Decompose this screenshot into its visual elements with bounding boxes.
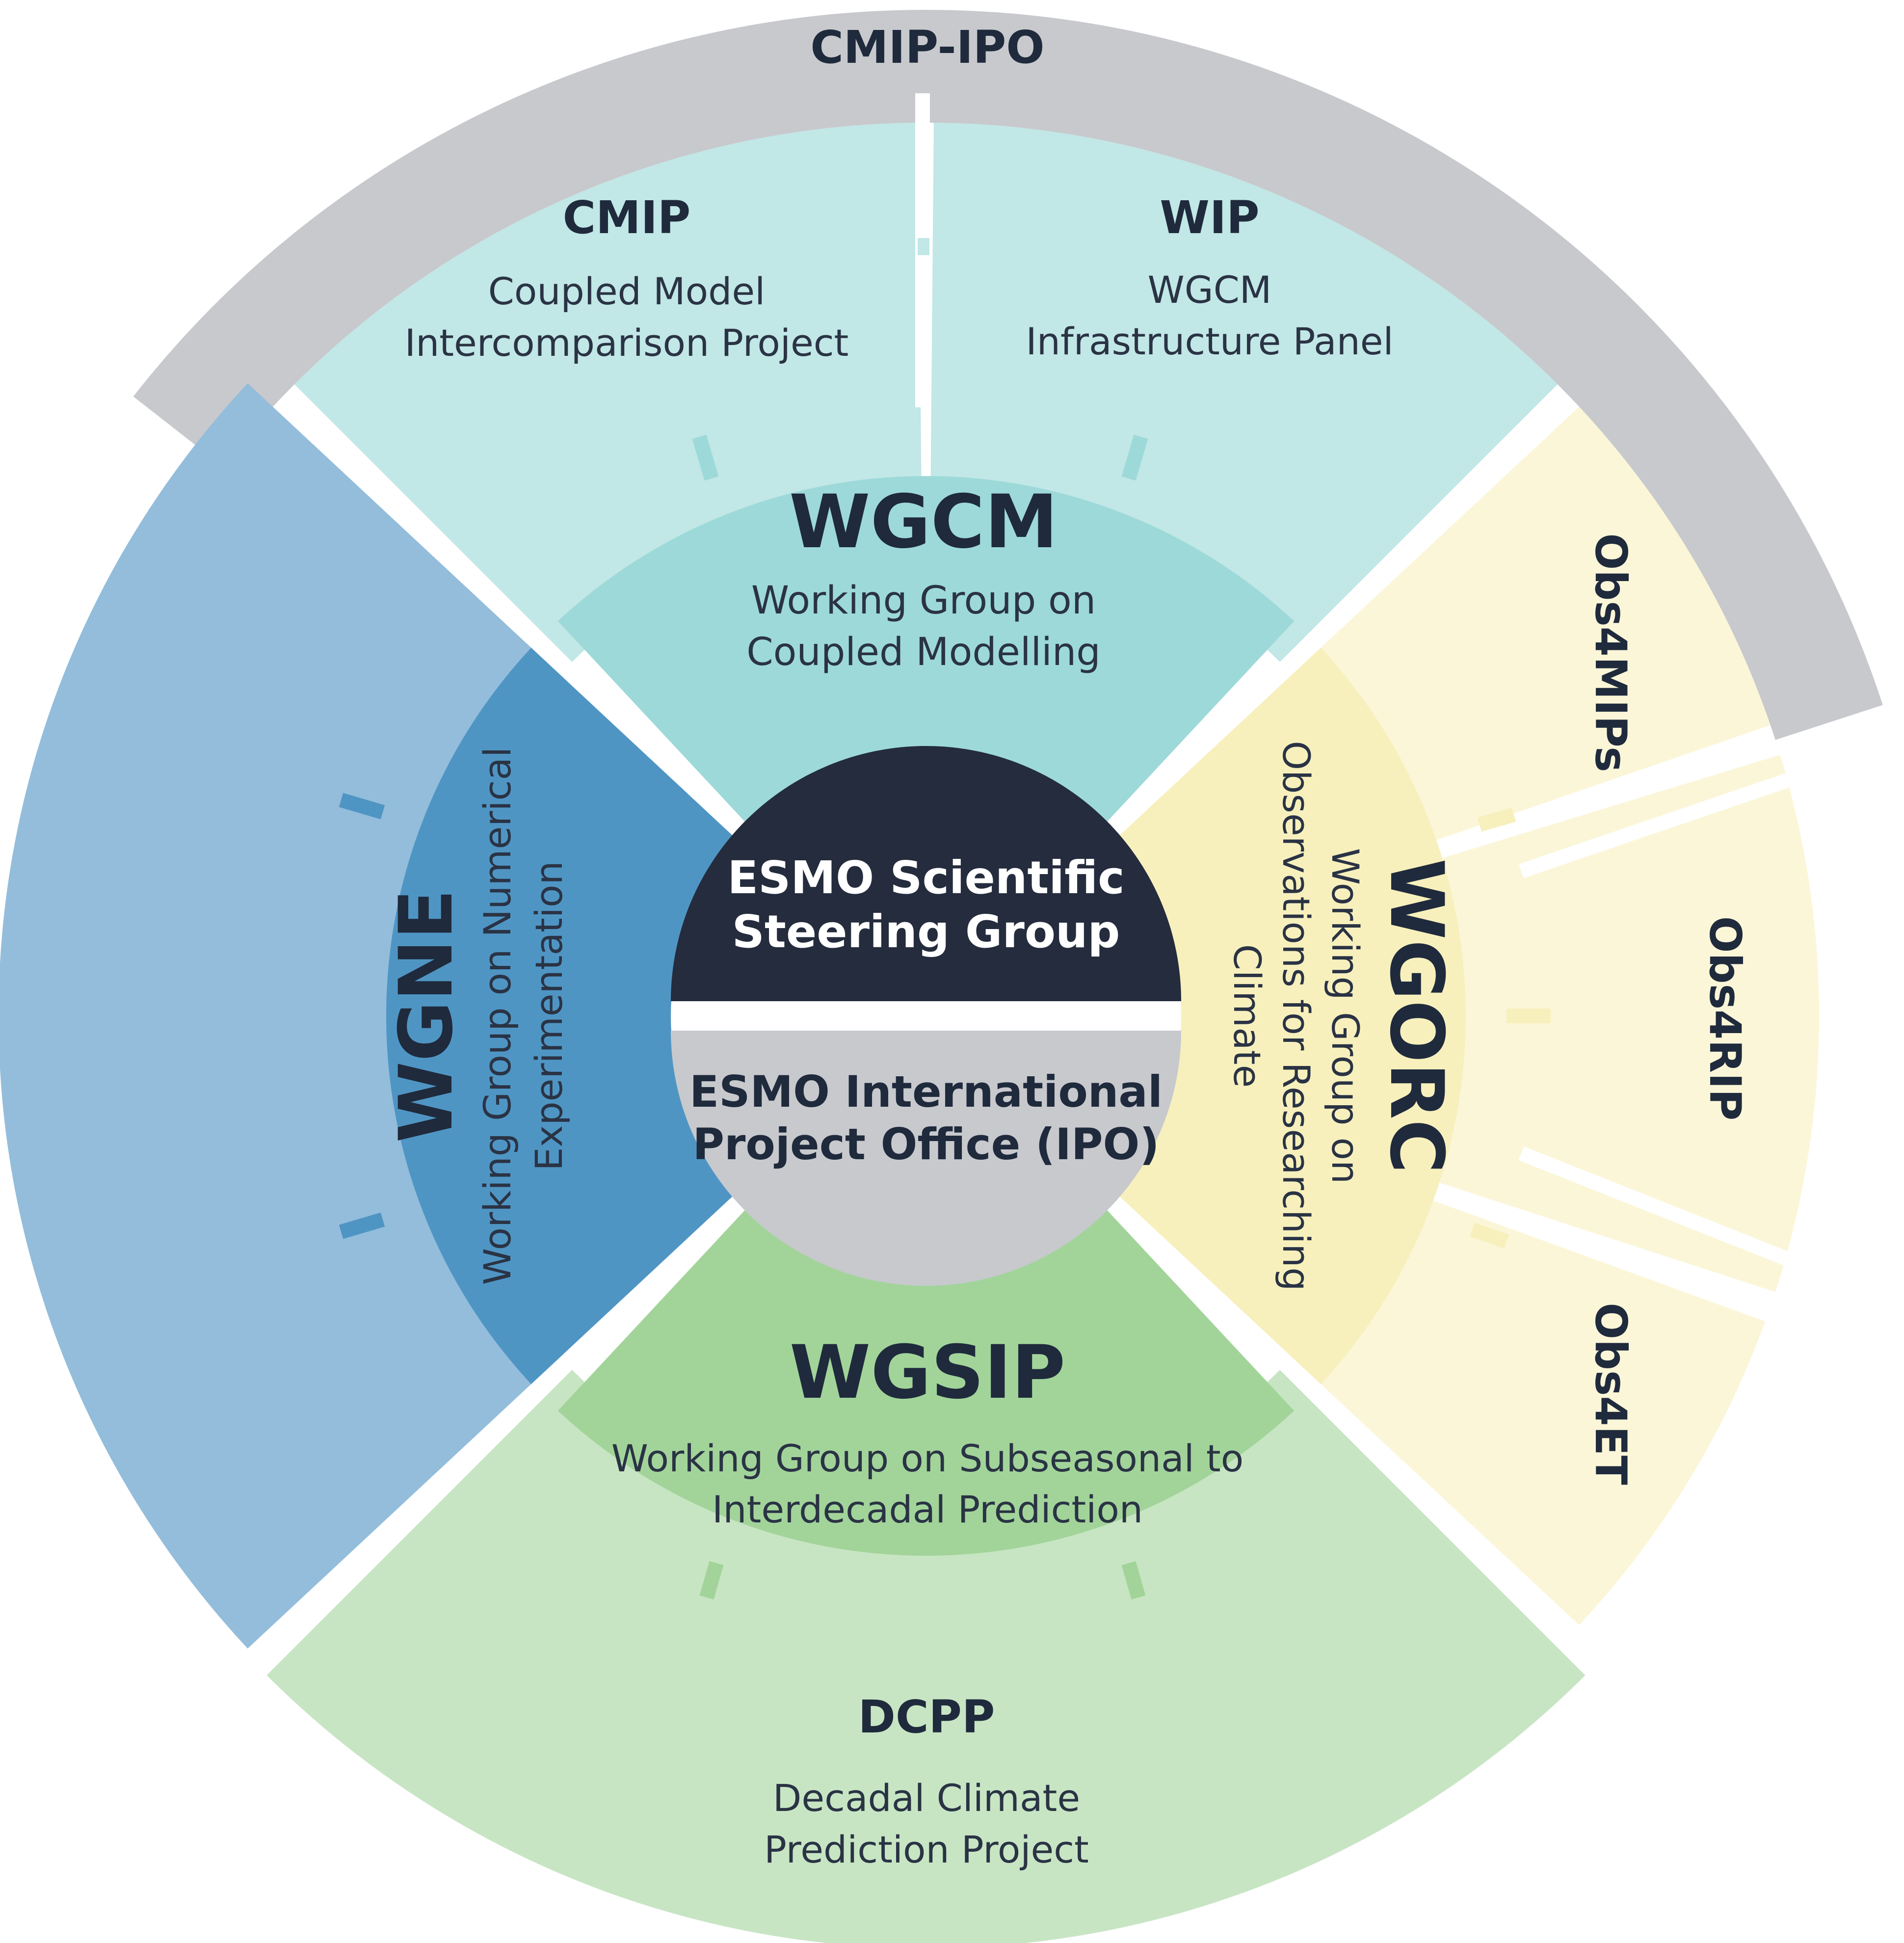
cmip-desc-line2: Intercomparison Project bbox=[405, 321, 849, 365]
wgne-desc-line2: Experimentation bbox=[527, 861, 571, 1171]
wgorc-desc-line3: Climate bbox=[1225, 944, 1269, 1088]
ipo-segment[interactable] bbox=[671, 1031, 1181, 1286]
obs4rip-title: Obs4RIP bbox=[1700, 916, 1750, 1120]
wip-title: WIP bbox=[1160, 191, 1259, 244]
wgne-desc-line1: Working Group on Numerical bbox=[476, 747, 519, 1285]
obs4rip-segment[interactable] bbox=[1393, 754, 1819, 1292]
connector-ticks bbox=[339, 434, 1551, 1600]
dcpp-title: DCPP bbox=[858, 1691, 995, 1743]
wgorc-desc-line1: Working Group on bbox=[1323, 848, 1367, 1184]
wgne-outer-segment[interactable] bbox=[0, 383, 567, 1649]
wgcm-segment[interactable] bbox=[557, 476, 1295, 829]
obs4et-segment[interactable] bbox=[1285, 1184, 1766, 1625]
wgorc-segment[interactable] bbox=[1112, 647, 1466, 1384]
dcpp-desc-line2: Prediction Project bbox=[764, 1828, 1089, 1871]
wgsip-desc-line2: Interdecadal Prediction bbox=[712, 1488, 1143, 1531]
wgorc-desc-line2: Observations for Researching bbox=[1274, 741, 1318, 1291]
wgorc-text-group: WGORC Working Group on Observations for … bbox=[1225, 741, 1459, 1291]
steering-group-title-line1: ESMO Scientific bbox=[727, 852, 1124, 904]
ipo-title-line1: ESMO International bbox=[689, 1066, 1163, 1117]
wip-desc-line2: Infrastructure Panel bbox=[1026, 319, 1393, 363]
ipo-title-line2: Project Office (IPO) bbox=[693, 1119, 1160, 1170]
steering-group-segment[interactable] bbox=[671, 746, 1181, 1001]
wgcm-title: WGCM bbox=[789, 479, 1058, 565]
wgne-segment[interactable] bbox=[386, 647, 740, 1384]
wgsip-segment[interactable] bbox=[557, 1202, 1295, 1556]
obs4mips-segment[interactable] bbox=[1285, 406, 1771, 856]
wgcm-desc-line1: Working Group on bbox=[751, 579, 1096, 623]
wgne-text-group: WGNE Working Group on Numerical Experime… bbox=[384, 747, 571, 1285]
obs4et-title: Obs4ET bbox=[1586, 1303, 1636, 1485]
wgorc-title: WGORC bbox=[1374, 858, 1459, 1173]
wgcm-desc-line2: Coupled Modelling bbox=[746, 630, 1101, 674]
obs4mips-title: Obs4MIPs bbox=[1586, 533, 1636, 772]
cmip-ipo-label: CMIP-IPO bbox=[810, 21, 1044, 74]
wgne-title: WGNE bbox=[384, 889, 469, 1143]
cmip-desc-line1: Coupled Model bbox=[488, 269, 765, 313]
dcpp-segment[interactable] bbox=[266, 1370, 1586, 1943]
wip-desc-line1: WGCM bbox=[1148, 268, 1272, 312]
wgsip-title: WGSIP bbox=[790, 1330, 1065, 1415]
cmip-title: CMIP bbox=[563, 191, 691, 244]
wgsip-desc-line1: Working Group on Subseasonal to bbox=[611, 1437, 1243, 1480]
steering-group-title-line2: Steering Group bbox=[732, 905, 1120, 958]
segment-dividers bbox=[915, 93, 1833, 1283]
cmip-ipo-band bbox=[133, 9, 1883, 740]
dcpp-desc-line1: Decadal Climate bbox=[773, 1776, 1080, 1820]
